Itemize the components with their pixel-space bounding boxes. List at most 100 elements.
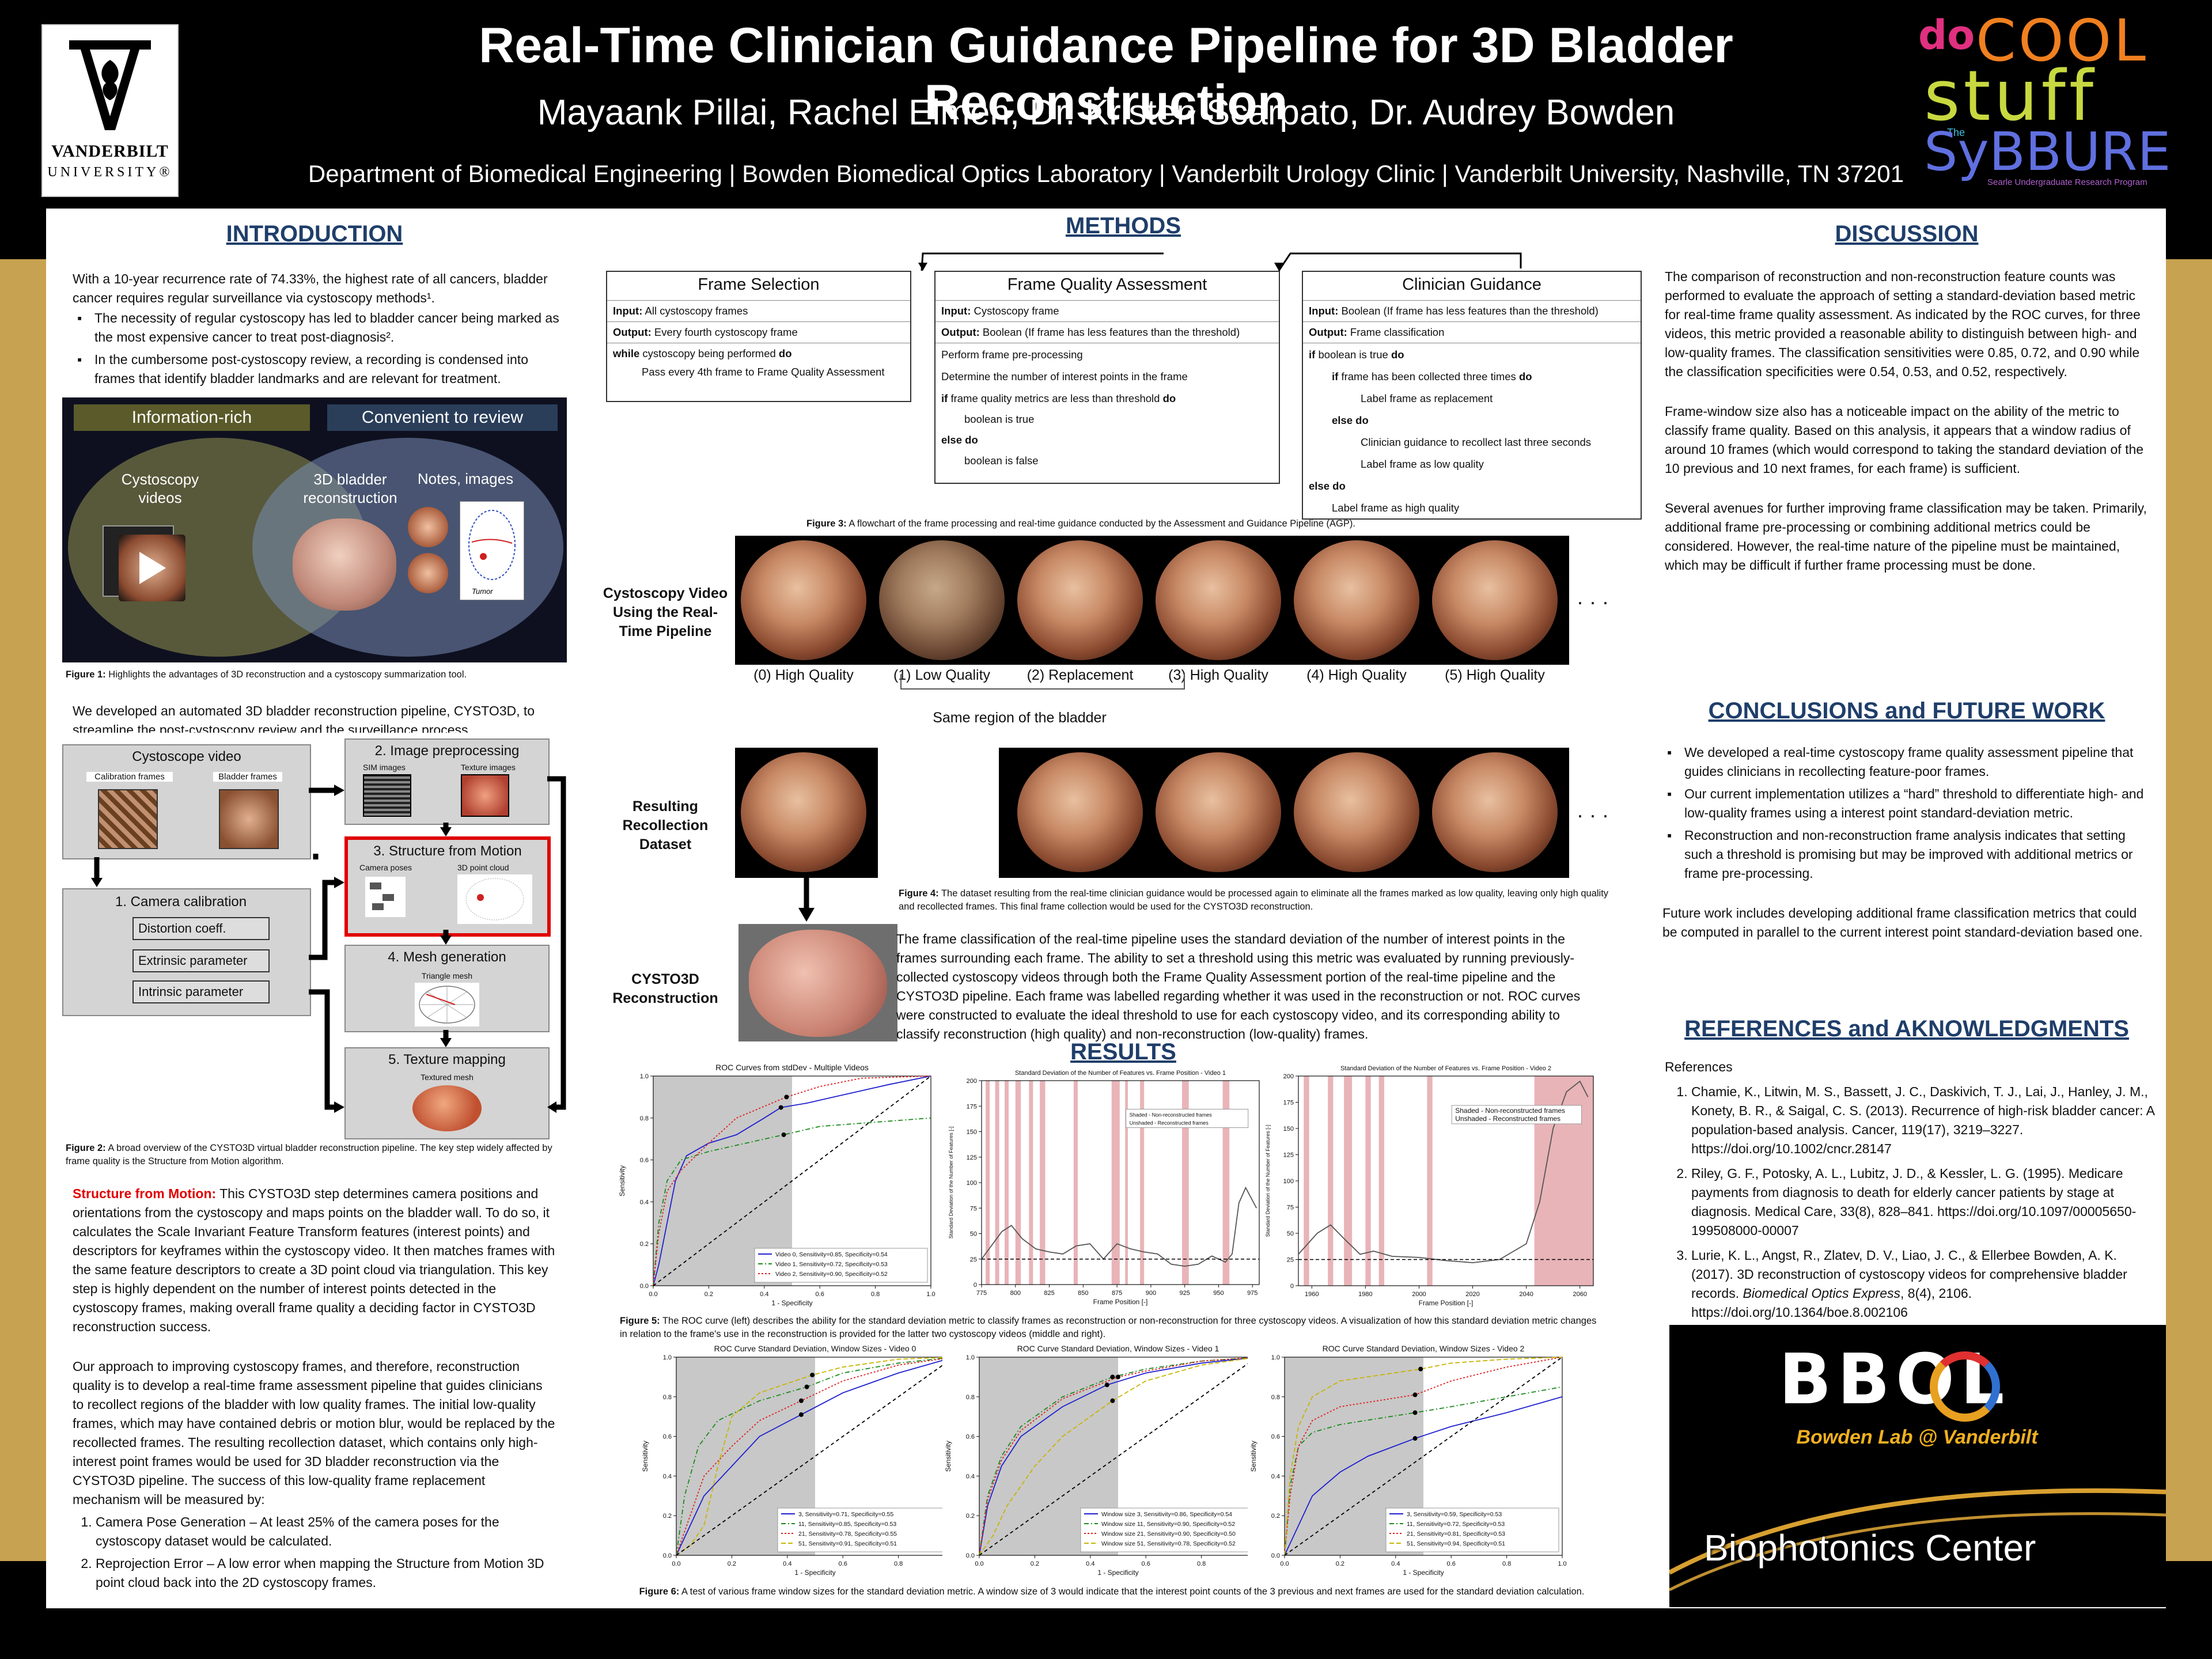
shaded-band <box>986 1081 990 1285</box>
legend-entry: 51, Sensitivity=0.94, Specificity=0.51 <box>1407 1540 1505 1547</box>
conclusions-bullets: We developed a real-time cystoscopy fram… <box>1662 743 2154 883</box>
y-tick-label: 0.8 <box>1271 1394 1280 1401</box>
series-line-1 <box>676 1357 955 1556</box>
fig6-caption-text: A test of various frame window sizes for… <box>679 1586 1585 1597</box>
cg-line-1: Label frame as replacement <box>1361 392 1493 404</box>
legend-entry: 11, Sensitivity=0.85, Specificity=0.53 <box>798 1521 896 1528</box>
cg-if2-keyword: if <box>1332 370 1339 382</box>
recollection-frame-2 <box>1017 752 1143 872</box>
shaded-band <box>995 1081 999 1285</box>
fqa-output-text: Boolean (If frame has less features than… <box>979 326 1240 338</box>
fig2-step2-label: 2. Image preprocessing <box>374 743 520 759</box>
legend-entry: Unshaded - Reconstructed frames <box>1130 1120 1209 1126</box>
cg-if1-text: boolean is true <box>1315 349 1391 361</box>
y-tick-label: 175 <box>1283 1100 1294 1107</box>
shaded-band <box>1029 1081 1033 1285</box>
threshold-point <box>1110 1398 1115 1403</box>
legend-entry: 11, Sensitivity=0.72, Specificity=0.53 <box>1407 1521 1505 1528</box>
chart-std-video-1: Standard Deviation of the Number of Feat… <box>945 1065 1267 1312</box>
cg-input: Input: Boolean (If frame has less featur… <box>1303 303 1641 319</box>
x-tick-label: 0.2 <box>1336 1560 1344 1567</box>
fig2-arrows <box>91 776 566 1113</box>
y-axis-label: Sensitivity <box>944 1441 952 1472</box>
recollection-frame-4 <box>1294 752 1419 872</box>
threshold-point <box>1412 1436 1418 1441</box>
sfm-text: This CYSTO3D step determines camera posi… <box>73 1186 555 1334</box>
discussion-paragraph-1: The comparison of reconstruction and non… <box>1665 269 2141 379</box>
x-tick-label: 0.4 <box>1086 1560 1094 1567</box>
threshold-point <box>1110 1374 1115 1380</box>
x-tick-label: 0.8 <box>871 1291 880 1298</box>
fig2-step1-label: 1. Camera calibration <box>115 894 247 910</box>
cg-do1-keyword: do <box>1391 349 1404 361</box>
shaded-band <box>1365 1076 1371 1286</box>
fig2-step3-label: 3. Structure from Motion <box>373 843 522 859</box>
point-cloud-icon <box>465 878 524 921</box>
video-frame-3 <box>1156 540 1281 660</box>
reference-1: Chamie, K., Litwin, M. S., Bassett, J. C… <box>1691 1082 2154 1158</box>
shaded-band <box>1378 1076 1384 1286</box>
y-tick-label: 0.6 <box>663 1434 672 1441</box>
x-tick-label: 900 <box>1146 1290 1156 1297</box>
fig1-3d-bladder-model <box>293 518 396 611</box>
shaded-band <box>1040 1081 1046 1285</box>
row1-ellipsis: · · · <box>1577 590 1609 613</box>
flowchart-arrows <box>918 252 1522 271</box>
cg-if2-text: frame has been collected three times <box>1338 370 1519 382</box>
fig4-caption-text: The dataset resulting from the real-time… <box>899 888 1609 912</box>
x-axis-label: Frame Position [-] <box>1093 1298 1148 1306</box>
y-tick-label: 150 <box>967 1129 977 1136</box>
series-line-0 <box>979 1357 1257 1556</box>
fs-while-keyword: while <box>613 347 640 359</box>
intro-bullets: The necessity of regular cystoscopy has … <box>73 309 561 388</box>
x-tick-label: 0.8 <box>1197 1560 1206 1567</box>
y-tick-label: 150 <box>1283 1126 1294 1132</box>
chart-title: Standard Deviation of the Number of Feat… <box>1340 1065 1551 1072</box>
reconstruction-bladder-model <box>749 930 887 1037</box>
shaded-band <box>1328 1076 1334 1286</box>
sfm-paragraph: Structure from Motion: This CYSTO3D step… <box>73 1184 556 1336</box>
threshold-point <box>810 1372 815 1377</box>
figure-1-caption: Figure 1: Highlights the advantages of 3… <box>66 668 567 681</box>
x-tick-label: 0.8 <box>1502 1560 1511 1567</box>
row1-label: Cystoscopy Video Using the Real-Time Pip… <box>603 585 728 639</box>
cg-if1-keyword: if <box>1309 349 1316 361</box>
frame-quality-assessment-box: Frame Quality Assessment Input: Cystosco… <box>934 271 1280 484</box>
x-tick-label: 0.2 <box>1031 1560 1039 1567</box>
same-region-bracket <box>900 674 1185 690</box>
docool-do: do <box>1918 12 1975 59</box>
fig2-step4-label: 4. Mesh generation <box>388 949 506 965</box>
fig2-point-cloud-thumb <box>457 874 532 924</box>
y-axis-label: Standard Deviation of the Number of Feat… <box>1265 1125 1271 1237</box>
plot-frame <box>1284 1357 1563 1556</box>
fs-output-text: Every fourth cystoscopy frame <box>651 326 798 338</box>
x-tick-label: 2020 <box>1465 1291 1479 1298</box>
fig2-bladder-thumb <box>219 789 279 849</box>
legend-entry: Window size 51, Sensitivity=0.78, Specif… <box>1101 1540 1236 1547</box>
intro-paragraph-3: Our approach to improving cystoscopy fra… <box>73 1357 556 1592</box>
x-tick-label: 0.2 <box>704 1291 713 1298</box>
conclusion-bullet-2: Our current implementation utilizes a “h… <box>1662 785 2154 823</box>
x-tick-label: 825 <box>1044 1290 1054 1297</box>
x-tick-label: 850 <box>1078 1290 1088 1297</box>
y-tick-label: 0.2 <box>663 1513 672 1520</box>
y-tick-label: 0 <box>1290 1283 1294 1290</box>
y-tick-label: 0.6 <box>1271 1434 1280 1441</box>
chart-title: ROC Curve Standard Deviation, Window Siz… <box>714 1344 916 1353</box>
intro-bullet-1: The necessity of regular cystoscopy has … <box>73 309 561 347</box>
conclusions-title: CONCLUSIONS and FUTURE WORK <box>1708 698 2105 724</box>
cg-do2-keyword: do <box>1518 370 1532 382</box>
cysto3d-reconstruction-image <box>738 924 897 1041</box>
sfm-label: Structure from Motion: <box>73 1186 217 1201</box>
y-tick-label: 0 <box>974 1282 977 1289</box>
fig3-caption-text: A flowchart of the frame processing and … <box>846 518 1355 529</box>
reference-3: Lurie, K. L., Angst, R., Zlatev, D. V., … <box>1691 1246 2154 1322</box>
fqa-input: Input: Cystoscopy frame <box>935 303 1279 319</box>
fs-pass: Pass every 4th frame to Frame Quality As… <box>642 366 885 378</box>
fig1-caption-label: Figure 1: <box>66 669 106 680</box>
frame-label-1: (1) Low Quality <box>893 667 991 683</box>
y-tick-label: 75 <box>1287 1205 1294 1211</box>
chart-window-video-0: ROC Curve Standard Deviation, Window Siz… <box>639 1341 962 1583</box>
cg-else-1: else do <box>1332 414 1369 426</box>
frame-label-0: (0) High Quality <box>753 667 854 683</box>
